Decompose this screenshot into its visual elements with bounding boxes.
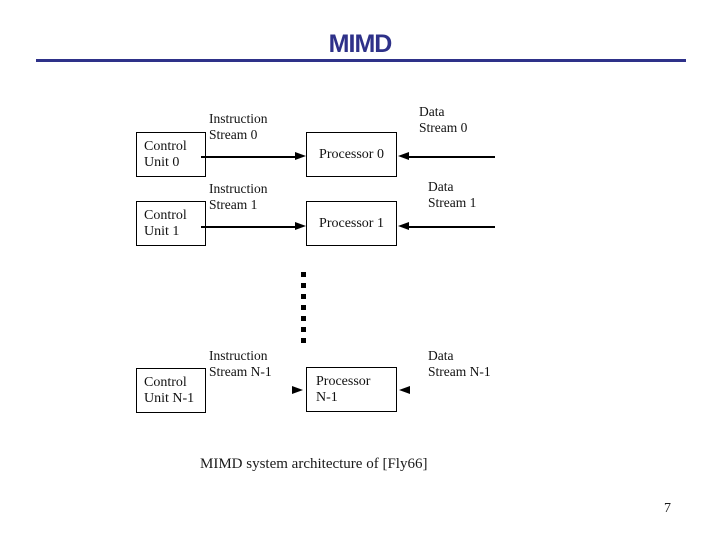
ellipsis-dot xyxy=(301,305,306,310)
processor-box-1: Processor 1 xyxy=(306,201,397,246)
processor-label: Processor 1 xyxy=(319,215,384,231)
ellipsis-dot xyxy=(301,283,306,288)
instruction-stream-label-0: Instruction Stream 0 xyxy=(209,111,268,142)
slide-title: MIMD xyxy=(328,30,393,58)
control-unit-label: Unit N-1 xyxy=(144,390,195,406)
instruction-stream-label-1: Instruction Stream 1 xyxy=(209,181,268,212)
ellipsis-dot xyxy=(301,294,306,299)
processor-box-n1: Processor N-1 xyxy=(306,367,397,412)
ellipsis-dot xyxy=(301,327,306,332)
data-arrow-line-0 xyxy=(409,156,495,158)
processor-label: Processor 0 xyxy=(319,146,384,162)
control-unit-label: Control xyxy=(144,207,187,223)
control-unit-label: Control xyxy=(144,138,187,154)
instruction-arrow-line-1 xyxy=(201,226,296,228)
processor-label: Processor xyxy=(316,373,371,389)
data-arrow-line-1 xyxy=(409,226,495,228)
ellipsis-dot xyxy=(301,272,306,277)
processor-label: N-1 xyxy=(316,389,338,405)
instruction-arrow-line-0 xyxy=(201,156,296,158)
data-stream-label-1: Data Stream 1 xyxy=(428,179,477,210)
page-number: 7 xyxy=(664,501,671,516)
vertical-ellipsis xyxy=(301,272,306,349)
ellipsis-dot xyxy=(301,338,306,343)
data-stream-label-0: Data Stream 0 xyxy=(419,104,468,135)
control-unit-box-1: Control Unit 1 xyxy=(136,201,206,246)
control-unit-box-0: Control Unit 0 xyxy=(136,132,206,177)
control-unit-label: Control xyxy=(144,374,187,390)
arrow-head-right-icon xyxy=(295,222,306,230)
control-unit-label: Unit 1 xyxy=(144,223,180,239)
arrow-head-left-icon xyxy=(399,386,410,394)
arrow-head-left-icon xyxy=(398,152,409,160)
instruction-stream-label-n1: Instruction Stream N-1 xyxy=(209,348,272,379)
arrow-head-left-icon xyxy=(398,222,409,230)
data-stream-label-n1: Data Stream N-1 xyxy=(428,348,491,379)
control-unit-box-n1: Control Unit N-1 xyxy=(136,368,206,413)
processor-box-0: Processor 0 xyxy=(306,132,397,177)
title-underline xyxy=(36,59,686,62)
diagram-caption: MIMD system architecture of [Fly66] xyxy=(200,456,428,472)
ellipsis-dot xyxy=(301,316,306,321)
arrow-head-right-icon xyxy=(292,386,303,394)
control-unit-label: Unit 0 xyxy=(144,154,180,170)
arrow-head-right-icon xyxy=(295,152,306,160)
